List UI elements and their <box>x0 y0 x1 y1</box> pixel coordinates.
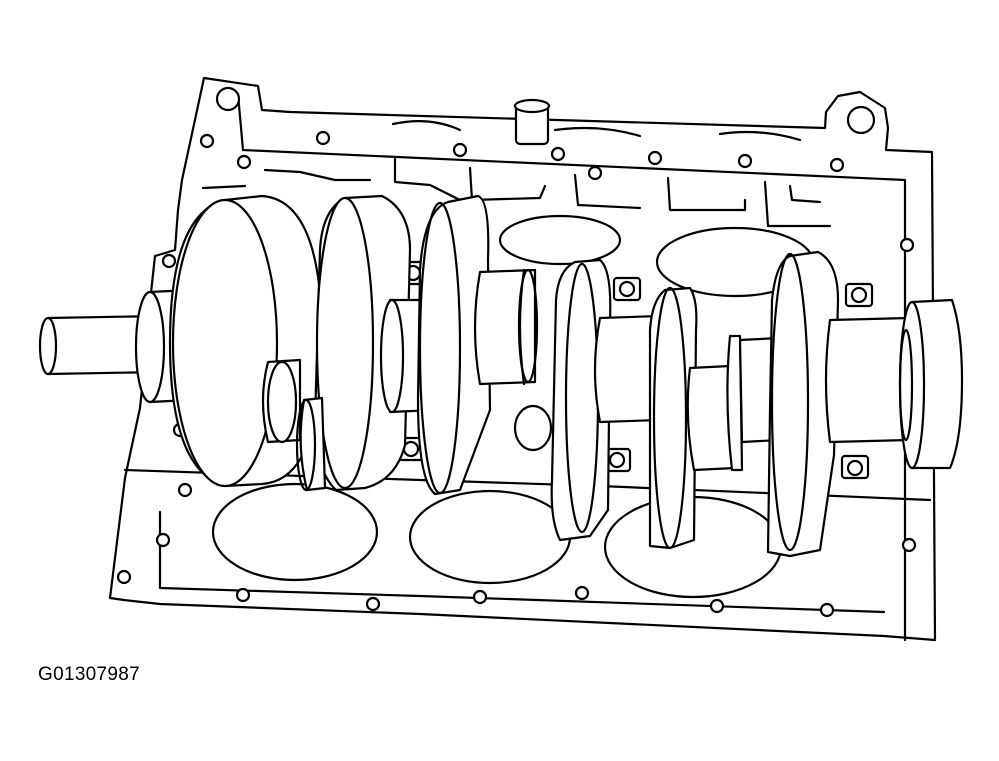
bolt-hole <box>116 569 132 585</box>
bolt-hole <box>647 150 663 166</box>
cap-bolt-hole <box>850 286 868 304</box>
bolt-hole <box>177 482 193 498</box>
web-mark-4 <box>666 176 747 212</box>
crank-main-journal-3 <box>593 314 662 424</box>
cap-bolt-hole <box>608 451 626 469</box>
bolt-hole <box>199 133 215 149</box>
crank-pin-3 <box>686 364 737 472</box>
crank-pin-ring-1 <box>299 396 327 492</box>
counterweight-1-face <box>171 198 279 488</box>
web-mark-8 <box>201 184 247 190</box>
crankshaft <box>38 194 964 558</box>
bolt-hole <box>215 86 241 112</box>
crank-journal-1-face <box>266 360 298 444</box>
bolt-hole <box>901 537 917 553</box>
web-mark-2 <box>468 166 547 202</box>
counterweight-6 <box>766 250 840 558</box>
web-mark-1 <box>393 156 462 202</box>
upper-bore-3 <box>718 130 802 142</box>
top-boss-cap <box>513 98 551 114</box>
bolt-hole <box>846 105 876 135</box>
bolt-hole <box>574 585 590 601</box>
bolt-hole <box>472 589 488 605</box>
counterweight-3 <box>416 194 492 496</box>
bolt-hole <box>235 587 251 603</box>
lower-deck-line <box>158 510 886 614</box>
bolt-hole <box>899 237 915 253</box>
web-mark-7 <box>263 168 372 182</box>
upper-bore-1 <box>391 120 462 132</box>
figure-id-label: G01307987 <box>38 664 141 685</box>
upper-bore-2 <box>553 126 642 138</box>
bolt-hole <box>737 153 753 169</box>
cap-bolt-hole <box>846 459 864 477</box>
web-mark-6 <box>788 184 822 204</box>
bolt-hole <box>452 142 468 158</box>
bolt-hole <box>155 532 171 548</box>
crank-rear-journal <box>824 316 912 444</box>
crank-pin-2-groove <box>518 268 526 386</box>
bolt-hole <box>709 598 725 614</box>
crank-front-hub-face <box>134 290 166 404</box>
counterweight-2-face <box>315 196 375 490</box>
crank-pin-2 <box>473 268 537 386</box>
web-mark-3 <box>573 173 642 210</box>
bolt-hole <box>829 157 845 173</box>
bolt-hole <box>161 253 177 269</box>
bolt-hole <box>819 602 835 618</box>
crank-pin-3-ring <box>726 334 744 472</box>
crank-main-journal-2-face <box>379 298 405 414</box>
bolt-hole <box>236 154 252 170</box>
bolt-hole <box>550 146 566 162</box>
counterweight-3-face <box>418 201 462 495</box>
crank-pin-ring-1b <box>295 398 317 492</box>
cap-bolt-hole <box>618 280 636 298</box>
bolt-hole <box>587 165 603 181</box>
bolt-hole <box>315 130 331 146</box>
crank-rear-flange-inner <box>898 328 914 442</box>
crank-snout-end <box>38 316 58 376</box>
counterweight-6-face <box>770 252 810 552</box>
lower-bore-1 <box>211 482 379 582</box>
upper-bore-4 <box>498 214 622 266</box>
bolt-hole <box>365 596 381 612</box>
counterweight-5-face <box>652 286 688 550</box>
oil-passage <box>513 404 553 452</box>
web-mark-5 <box>763 180 832 228</box>
